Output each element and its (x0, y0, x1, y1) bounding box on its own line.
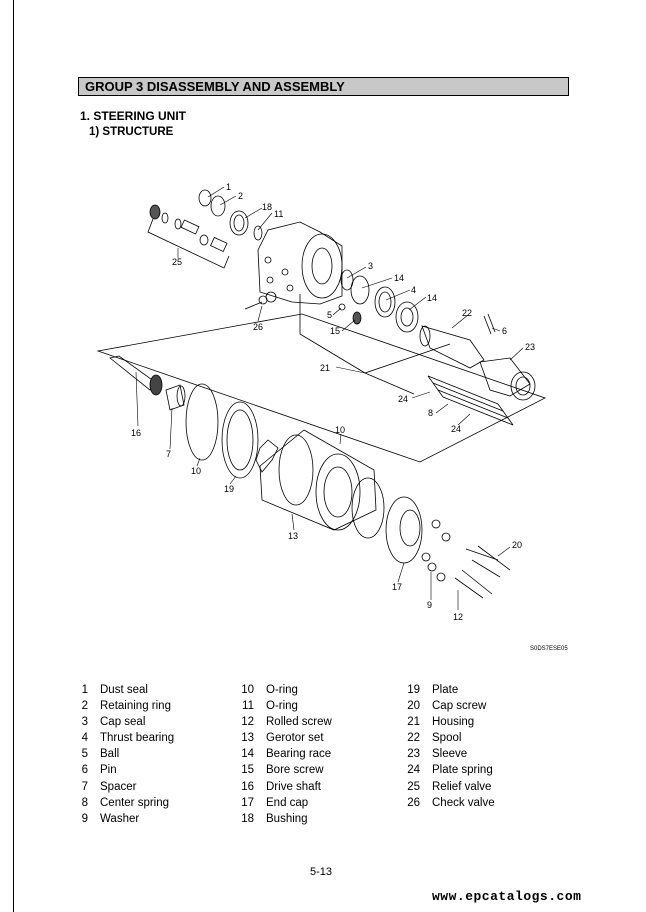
callout-label: 15 (330, 326, 340, 336)
callout-label: 8 (428, 408, 433, 418)
section-title: 1. STEERING UNIT (80, 109, 187, 123)
callout-label: 26 (253, 322, 263, 332)
callout-label: 23 (525, 342, 535, 352)
callout-label: 18 (262, 202, 272, 212)
callout-labels: 1 2 18 11 25 3 14 4 14 5 15 22 6 26 23 2… (131, 182, 568, 652)
callout-label: 1 (226, 182, 231, 192)
gerotor-drawing (255, 429, 385, 539)
callout-label: 14 (394, 273, 404, 283)
callout-label: 16 (131, 428, 141, 438)
callout-label: 9 (427, 600, 432, 610)
callout-label: 21 (320, 363, 330, 373)
assembly-outline (96, 294, 547, 463)
callout-label: 11 (274, 209, 283, 219)
callout-label: 10 (191, 466, 201, 476)
left-margin-rule (13, 0, 14, 912)
callout-label: 12 (453, 612, 463, 622)
check-valve-drawing (244, 291, 277, 310)
callout-label: 19 (224, 484, 234, 494)
watermark-url[interactable]: www.epcatalogs.com (432, 889, 582, 904)
bearing-stack-drawing (338, 269, 419, 333)
seal-rings-drawing (198, 189, 263, 241)
spacer-drawing (165, 384, 186, 411)
sleeve-drawing (479, 357, 536, 401)
callout-label: 17 (392, 582, 402, 592)
callout-label: 20 (512, 540, 522, 550)
page-number: 5-13 (310, 866, 333, 878)
callout-label: 25 (172, 257, 182, 267)
callout-label: 4 (411, 285, 416, 295)
callout-label: 3 (368, 261, 373, 271)
spool-drawing (419, 313, 496, 369)
group-title-bar: GROUP 3 DISASSEMBLY AND ASSEMBLY (78, 77, 569, 96)
drawing-code: S0DS7ESE05 (530, 646, 568, 652)
callout-label: 24 (451, 424, 461, 434)
callout-label: 10 (335, 425, 345, 435)
drive-shaft-drawing (109, 355, 163, 396)
leader-lines (135, 186, 524, 610)
callout-label: 7 (166, 449, 171, 459)
plate-drawing (221, 401, 259, 479)
callout-label: 14 (427, 293, 437, 303)
callout-label: 2 (238, 191, 243, 201)
end-cap-drawing (385, 496, 423, 564)
callout-label: 5 (327, 310, 332, 320)
callout-label: 6 (502, 326, 507, 336)
callout-label: 22 (462, 308, 472, 318)
o-ring-10-left-drawing (185, 383, 219, 461)
plate-springs-drawing (427, 375, 514, 426)
washers-screws-drawing (421, 519, 511, 599)
callout-label: 24 (398, 394, 408, 404)
subsection-title: 1) STRUCTURE (89, 126, 174, 138)
relief-valve-drawing (147, 204, 230, 269)
callout-label: 13 (288, 531, 298, 541)
